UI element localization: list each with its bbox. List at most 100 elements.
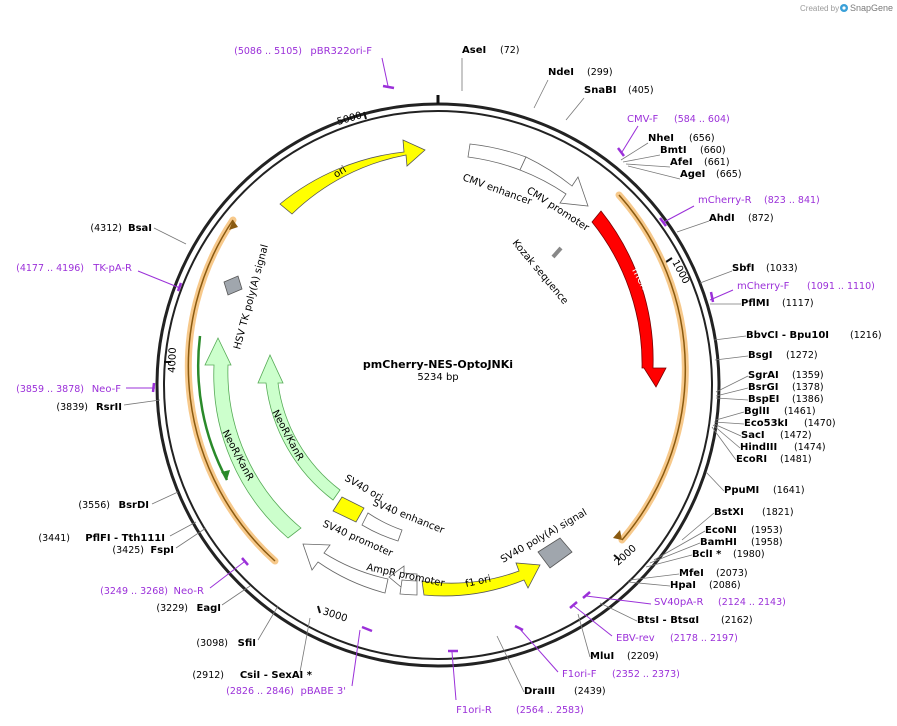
site-name: BspEI [748,394,779,405]
primer-name: mCherry-F [737,281,790,292]
site-bglii[interactable]: BglII(1461) [715,406,816,421]
primer-f1ori-r[interactable]: F1ori-R(2564 .. 2583) [448,649,584,716]
site-position: (3839) [56,402,88,413]
sv40-ori-feature[interactable]: SV40 ori [332,473,384,523]
site-name: BsgI [748,350,772,361]
site-ppumi[interactable]: PpuMI(1641) [705,471,805,496]
site-bspei[interactable]: BspEI(1386) [715,394,824,405]
site-position: (1117) [782,298,814,309]
kozak-feature[interactable]: Kozak sequence [510,238,570,307]
primer-neo-f[interactable]: Neo-F(3859 .. 3878) [16,382,156,395]
primer-mcherry-f[interactable]: mCherry-F(1091 .. 1110) [709,281,875,303]
site-saci[interactable]: SacI(1472) [713,423,812,441]
site-econi[interactable]: EcoNI (1953) [653,525,783,561]
site-btsi-bts-i[interactable]: BtsI - BtsαI(2162) [599,602,753,626]
primer-leader-line [621,125,639,153]
primer-mcherry-r[interactable]: mCherry-R(823 .. 841) [659,195,820,227]
site-hindiii[interactable]: HindIII(1474) [712,424,826,453]
primer-neo-r[interactable]: Neo-R(3249 .. 3268) [100,557,249,597]
site-leader-line [713,335,747,341]
site-position: (3098) [196,638,228,649]
primer-pbabe-3[interactable]: pBABE 3'(2826 .. 2846) [226,625,373,697]
site-sfii[interactable]: SfiI(3098) [196,605,279,649]
f1-ori-feature[interactable]: f1 ori [421,562,541,597]
site-bmti[interactable]: BmtI(660) [622,145,726,163]
site-name: AgeI [680,169,705,180]
primer-name: EBV-rev [616,633,655,644]
site-eco53ki[interactable]: Eco53kI(1470) [713,418,836,429]
site-leader-line [705,471,725,492]
site-leader-line [649,542,701,564]
tick-4000: 4000 [164,347,179,373]
site-csii-sexai[interactable]: CsiI - SexAI *(2912) [192,617,313,681]
site-name: PflFI - Tth111I [85,533,165,544]
site-name: SacI [741,430,765,441]
site-leader-line [715,375,749,393]
site-bstxi[interactable]: BstXI(1821) [681,507,794,541]
primer-tk-pa-r[interactable]: TK-pA-R(4177 .. 4196) [16,263,183,292]
site-bbvci-bpu10i[interactable]: BbvCI - Bpu10I(1216) [713,330,882,341]
site-leader-line [169,521,197,537]
left-site-labels: SfiI(3098)CsiI - SexAI *(2912) EagI(3229)… [38,223,312,681]
site-bamhi[interactable]: BamHI(1958) [649,537,783,564]
primer-mark [582,591,591,599]
site-agei[interactable]: AgeI (665) [627,165,742,180]
primer-pbr322ori-f[interactable]: pBR322ori-F(5086 .. 5105) [234,46,395,90]
primer-cmv-f[interactable]: CMV-F(584 .. 604) [617,114,730,157]
site-nhei[interactable]: NheI(656) [620,133,715,161]
site-ecori[interactable]: EcoRI(1481) [711,426,812,465]
primer-leader-line [381,57,389,87]
primer-leader-line [351,629,361,687]
site-asei[interactable]: AseI(72) [461,45,520,91]
primer-name: F1ori-F [562,669,597,680]
site-mfei[interactable]: MfeI(2073) [629,568,748,581]
primer-leader-line [585,595,652,605]
primer-mark [382,84,395,90]
site-afei[interactable]: AfeI(661) [625,157,730,168]
site-pflfi-tth111i[interactable]: PflFI - Tth111I(3441) [38,521,197,544]
site-position: (3556) [78,500,110,511]
site-name: EcoNI [705,525,737,536]
hsv-tk-feature[interactable]: HSV TK poly(A) signal [223,243,271,351]
cmv-enhancer-feature[interactable]: CMV enhancer [461,143,534,208]
primer-leader-line [137,270,181,289]
site-eagi[interactable]: EagI(3229) [156,585,251,614]
site-ahdi[interactable]: AhdI(872) [676,213,774,233]
site-draiii[interactable]: DraIII(2439) [496,635,606,697]
site-leader-line [565,97,585,121]
ori-feature[interactable]: ori [279,139,426,215]
primer-ebv-rev[interactable]: EBV-rev(2178 .. 2197) [569,601,738,644]
primer-sv40pa-r[interactable]: SV40pA-R(2124 .. 2143) [582,591,786,608]
site-sgrai[interactable]: SgrAI(1359) [715,370,824,393]
site-sbfi[interactable]: SbfI(1033) [699,263,798,284]
neor-inner-feature[interactable]: NeoR/KanR [257,354,341,501]
site-pflmi[interactable]: PflMI(1117) [710,298,814,309]
site-fspi[interactable]: FspI(3425) [112,527,207,556]
site-bsrgi[interactable]: BsrGI(1378) [715,382,824,397]
primer-position: (2826 .. 2846) [226,686,294,697]
sv40-polya-feature[interactable]: SV40 poly(A) signal [499,507,589,569]
site-bcli[interactable]: BclI *(1980) [645,549,765,568]
site-name: BsaI [128,223,152,234]
site-mlui[interactable]: MluI(2209) [577,613,659,662]
site-position: (2086) [709,580,741,591]
site-position: (1481) [780,454,812,465]
site-leader-line [713,423,742,437]
site-snabi[interactable]: SnaBI(405) [565,85,654,121]
site-position: (665) [716,169,742,180]
site-leader-line [625,163,671,168]
primer-f1ori-f[interactable]: F1ori-F(2352 .. 2373) [514,624,680,680]
green-line-left [196,335,230,481]
mcherry-feature[interactable]: mCherry [591,210,667,388]
cmv-promoter-feature[interactable]: CMV promoter [519,156,592,234]
site-bsrdi[interactable]: BsrDI(3556) [78,491,179,511]
site-bsai[interactable]: BsaI(4312) [90,223,187,245]
site-hpai[interactable]: HpaI(2086) [627,580,741,591]
site-position: (1953) [751,525,783,536]
site-bsgi[interactable]: BsgI(1272) [714,350,818,361]
primer-position: (584 .. 604) [674,114,730,125]
orange-band-right [613,191,689,544]
sv40-enhancer-feature[interactable]: SV40 enhancer [361,498,446,542]
site-ndei[interactable]: NdeI(299) [533,67,613,109]
site-rsrii[interactable]: RsrII(3839) [56,399,161,413]
